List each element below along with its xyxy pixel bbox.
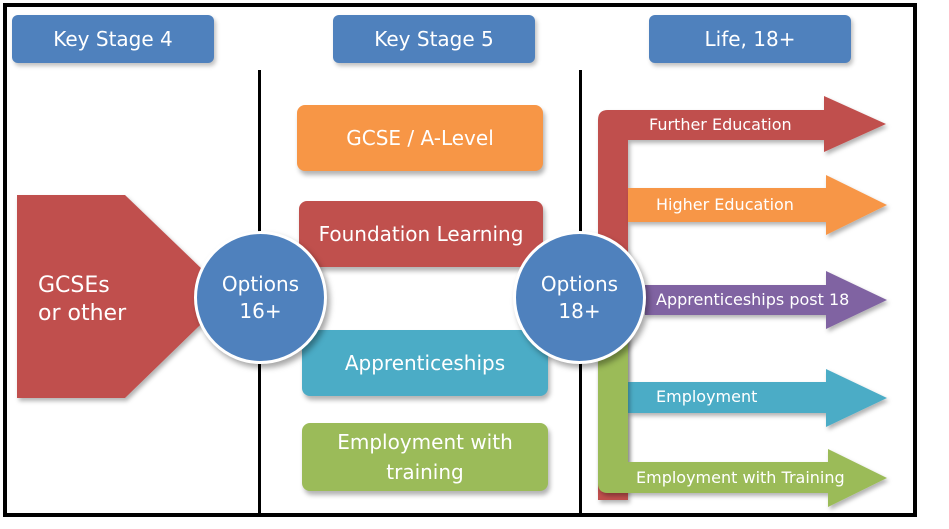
higher-education-label: Higher Education — [656, 195, 794, 214]
gcses-label: GCSEs or other — [38, 272, 126, 328]
options-16-circle: Options 16+ — [194, 231, 327, 364]
gcses-label-line2: or other — [38, 301, 127, 326]
options-16-line2: 16+ — [239, 298, 282, 323]
options-18-circle: Options 18+ — [513, 231, 646, 364]
key-stage-4-header: Key Stage 4 — [12, 15, 214, 63]
apprenticeships-box: Apprenticeships — [302, 330, 548, 396]
further-education-label: Further Education — [649, 115, 792, 134]
employment-arrow-shape — [628, 369, 887, 427]
employment-with-training-box: Employment with training — [302, 423, 548, 491]
gcses-label-line1: GCSEs — [38, 273, 110, 298]
life-18-header: Life, 18+ — [649, 15, 851, 63]
gcses-pentagon-shape — [17, 195, 230, 398]
gcse-alevel-box: GCSE / A-Level — [297, 105, 543, 171]
higher-education-arrow-shape — [628, 175, 887, 235]
key-stage-5-header: Key Stage 5 — [333, 15, 535, 63]
options-16-line1: Options — [221, 271, 300, 296]
employment-with-training-line1: Employment with — [337, 430, 513, 454]
apprenticeships-post18-label: Apprenticeships post 18 — [656, 290, 850, 309]
options-18-line2: 18+ — [558, 298, 601, 323]
apprenticeships-post18-arrow-shape — [645, 271, 887, 329]
foundation-learning-box: Foundation Learning — [299, 201, 543, 267]
employment-with-training-line2: training — [386, 460, 464, 484]
employment-label: Employment — [656, 387, 758, 406]
employment-with-training-label: Employment with Training — [636, 468, 845, 487]
options-18-line1: Options — [540, 271, 619, 296]
